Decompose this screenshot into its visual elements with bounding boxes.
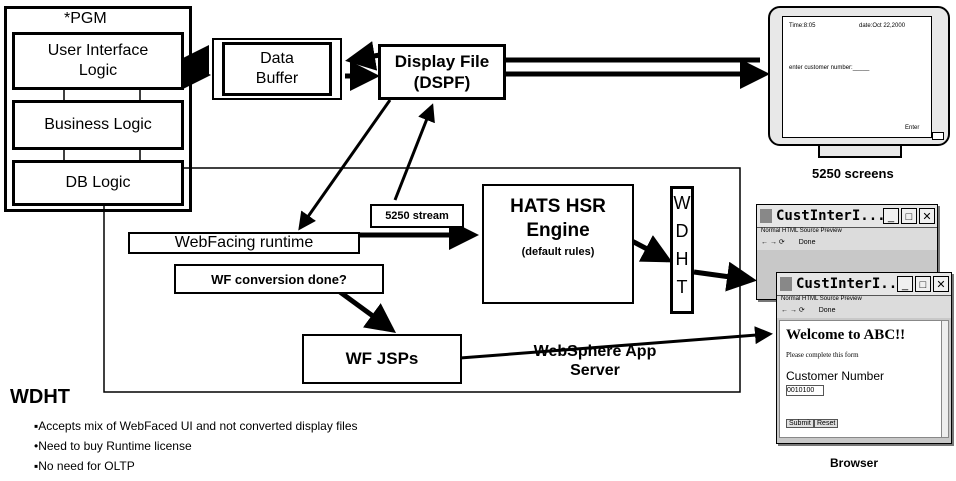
customer-number-label: Customer Number: [786, 369, 885, 383]
wdht-letter: W: [673, 193, 691, 213]
webfacing-runtime-label: WebFacing runtime: [174, 234, 314, 251]
browser-app-icon: [780, 277, 792, 291]
wdht-letter: D: [675, 221, 689, 241]
tab-preview[interactable]: Preview: [840, 296, 862, 302]
wf-jsps-box: WF JSPs: [302, 334, 462, 384]
maximize-icon[interactable]: □: [901, 208, 917, 224]
screen-enter: Enter: [905, 125, 920, 131]
browser-app-icon: [760, 209, 772, 223]
terminal-screen: Time:8:05 date:Oct 22,2000 enter custome…: [782, 16, 932, 138]
wf-conversion-label: WF conversion done?: [211, 271, 347, 287]
browser-front-titlebar: CustInterI... _ □ ✕: [777, 273, 951, 296]
program-box: [4, 6, 192, 212]
stream-5250-box: 5250 stream: [370, 204, 464, 228]
status-done: Done: [798, 239, 816, 246]
forward-arrow-icon[interactable]: →: [789, 307, 797, 314]
stream-5250-label: 5250 stream: [385, 210, 449, 222]
browser-content: Welcome to ABC!! Please complete this fo…: [779, 320, 949, 438]
status-done: Done: [818, 307, 836, 314]
data-buffer-label: Data Buffer: [255, 50, 299, 87]
minimize-icon[interactable]: _: [883, 208, 899, 224]
wf-jsps-label: WF JSPs: [345, 349, 419, 368]
bullet-item: ▪Accepts mix of WebFaced UI and not conv…: [34, 419, 358, 433]
browser-front-title: CustInterI...: [796, 276, 897, 292]
tab-preview[interactable]: Preview: [820, 228, 842, 234]
wdht-box: W D H T: [670, 186, 694, 314]
bullet-item: •Need to buy Runtime license: [34, 439, 192, 453]
customer-number-field[interactable]: 0010100: [786, 385, 824, 396]
hats-line2: Engine: [526, 220, 590, 241]
screen-time: Time:8:05: [789, 23, 816, 29]
browser-back-nav: ← → ⟳ Done: [757, 238, 937, 250]
wdht-heading: WDHT: [10, 386, 70, 408]
wdht-bullet-list: ▪Accepts mix of WebFaced UI and not conv…: [34, 416, 358, 476]
hats-line3: (default rules): [521, 246, 595, 258]
browser-front-tabs: Normal HTML Source Preview: [777, 296, 951, 306]
webfacing-runtime-box: WebFacing runtime: [128, 232, 360, 254]
arrow-conversion-to-jsps: [338, 289, 397, 333]
reset-button[interactable]: Reset: [814, 419, 839, 428]
hats-engine-box: HATS HSR Engine (default rules): [482, 184, 634, 304]
arrow-wdht-to-browser: [693, 261, 757, 292]
arrow-hats-to-wdht: [628, 235, 673, 263]
forward-arrow-icon[interactable]: →: [769, 239, 777, 246]
browser-window-front: CustInterI... _ □ ✕ Normal HTML Source P…: [776, 272, 952, 444]
tab-html-source[interactable]: HTML Source: [782, 228, 819, 234]
close-icon[interactable]: ✕: [919, 208, 935, 224]
display-file-label: Display File (DSPF): [394, 52, 490, 92]
screens-caption: 5250 screens: [812, 166, 894, 181]
submit-button[interactable]: Submit: [786, 419, 814, 428]
screen-date: date:Oct 22,2000: [859, 23, 906, 29]
browser-back-tabs: Normal HTML Source Preview: [757, 228, 937, 238]
bullet-item: ▪No need for OLTP: [34, 459, 135, 473]
tab-normal[interactable]: Normal: [761, 228, 781, 234]
arrow-stream-to-dspf: [393, 103, 435, 201]
minimize-icon[interactable]: _: [897, 276, 913, 292]
close-icon[interactable]: ✕: [933, 276, 949, 292]
complete-form-text: Please complete this form: [786, 351, 859, 359]
ui-logic-box: User Interface Logic: [12, 32, 184, 90]
data-buffer-box: Data Buffer: [222, 42, 332, 96]
ui-logic-label: User Interface Logic: [47, 42, 149, 79]
display-file-box: Display File (DSPF): [378, 44, 506, 100]
browser-back-title: CustInterI...: [776, 208, 883, 224]
db-logic-label: DB Logic: [65, 174, 131, 191]
tab-html-source[interactable]: HTML Source: [802, 296, 839, 302]
maximize-icon[interactable]: □: [915, 276, 931, 292]
db-logic-box: DB Logic: [12, 160, 184, 206]
screen-prompt: enter customer number:_____: [789, 65, 870, 71]
terminal-monitor: Time:8:05 date:Oct 22,2000 enter custome…: [768, 6, 950, 146]
back-arrow-icon[interactable]: ←: [781, 307, 788, 314]
refresh-icon[interactable]: ⟳: [778, 239, 785, 246]
websphere-label: WebSphere App Server: [533, 343, 657, 379]
wdht-letter: T: [676, 277, 688, 297]
refresh-icon[interactable]: ⟳: [798, 307, 805, 314]
arrow-dspf-to-runtime: [298, 99, 392, 231]
scrollbar[interactable]: [941, 321, 948, 437]
business-logic-box: Business Logic: [12, 100, 184, 150]
wf-conversion-box: WF conversion done?: [174, 264, 384, 294]
welcome-heading: Welcome to ABC!!: [786, 327, 906, 343]
monitor-stand: [818, 146, 902, 158]
arrow-dspf-to-buffer: [345, 41, 381, 71]
hats-line1: HATS HSR: [510, 196, 606, 217]
business-logic-label: Business Logic: [44, 116, 152, 133]
back-arrow-icon[interactable]: ←: [761, 239, 768, 246]
power-button-icon: [932, 132, 944, 140]
tab-normal[interactable]: Normal: [781, 296, 801, 302]
arrow-jsps-to-browser: [459, 326, 773, 360]
data-buffer-outer: [212, 38, 342, 100]
browser-back-titlebar: CustInterI... _ □ ✕: [757, 205, 937, 228]
wdht-letter: H: [675, 249, 689, 269]
program-title: *PGM: [64, 10, 107, 27]
browser-caption: Browser: [830, 456, 879, 470]
browser-front-nav: ← → ⟳ Done: [777, 306, 951, 318]
